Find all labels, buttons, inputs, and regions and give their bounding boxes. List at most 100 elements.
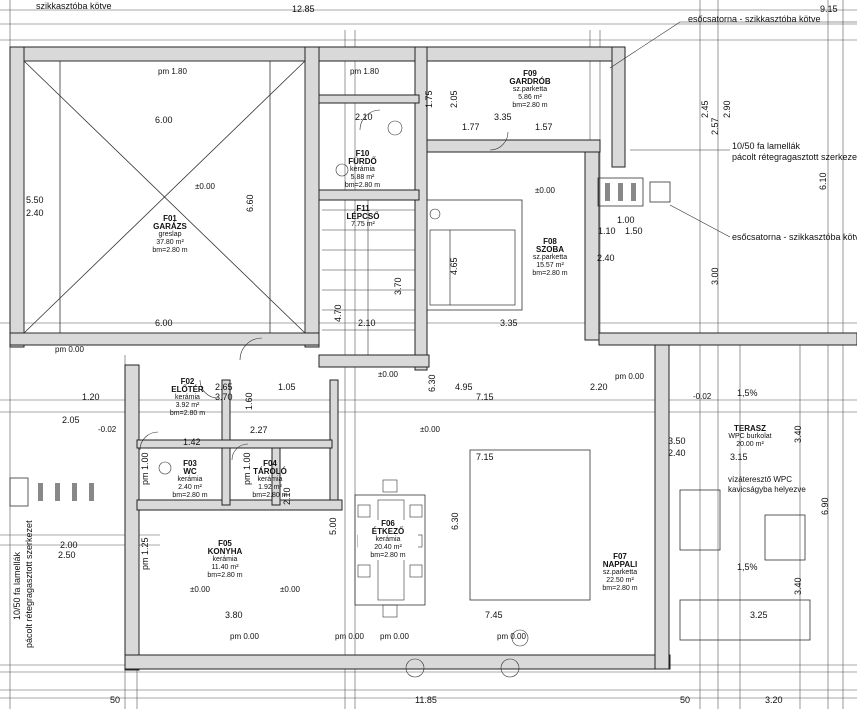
room-height: bm=2.80 m bbox=[172, 492, 208, 499]
room-floor: kerámia bbox=[177, 476, 203, 483]
dim-c: 1.57 bbox=[535, 122, 553, 132]
pm-bottom-3: pm 0.00 bbox=[497, 632, 526, 641]
dim-a: 1.77 bbox=[462, 122, 480, 132]
room-name: NAPPALI bbox=[602, 560, 638, 569]
pm-storage: pm 1.00 bbox=[242, 452, 252, 485]
dim-v-g: 2.05 bbox=[449, 90, 459, 108]
dim-bottom-total: 11.85 bbox=[415, 695, 437, 705]
room-height: bm=2.80 m bbox=[252, 492, 288, 499]
pm-bottom-4: pm 0.00 bbox=[230, 632, 259, 641]
dim-v-m: 3.40 bbox=[793, 425, 803, 443]
room-name: SZOBA bbox=[536, 245, 564, 254]
note-lamella-1: 10/50 fa lamellák bbox=[732, 141, 801, 151]
room-name: TÁROLÓ bbox=[253, 467, 287, 476]
staircase bbox=[322, 200, 415, 355]
room-area: 11.40 m² bbox=[211, 564, 239, 571]
dim-j: 2.20 bbox=[590, 382, 608, 392]
pm-szoba: pm 0.00 bbox=[615, 372, 644, 381]
room-terrace: TERASZ WPC burkolat 20.00 m² bbox=[720, 425, 780, 449]
dim-b: 3.35 bbox=[494, 112, 512, 122]
room-area: 5.86 m² bbox=[518, 94, 542, 101]
pm-bottom-2: pm 0.00 bbox=[380, 632, 409, 641]
room-floor: kerámia bbox=[212, 556, 238, 563]
dim-u: 1.10 bbox=[598, 226, 616, 236]
dim-v-x: 2.10 bbox=[282, 487, 292, 505]
dim-top-total: 12.85 bbox=[292, 4, 315, 14]
note-drain: esőcsatorna - szikkasztóba kötv bbox=[732, 232, 857, 242]
room-name: GARÁZS bbox=[153, 222, 187, 231]
room-f08: F08 SZOBA sz.parketta 15.57 m² bm=2.80 m bbox=[520, 238, 580, 278]
room-height: bm=2.80 m bbox=[207, 572, 243, 579]
room-area: 1.92 m² bbox=[258, 484, 282, 491]
room-area: 37.80 m² bbox=[156, 239, 184, 246]
dim-v-p: 3.00 bbox=[710, 267, 720, 285]
dim-g: 4.95 bbox=[455, 382, 473, 392]
room-area: 2.40 m² bbox=[178, 484, 202, 491]
note-terrace-1: vízáteresztő WPC bbox=[728, 475, 793, 484]
lamella-blocks bbox=[38, 183, 636, 501]
dim-r: 3.15 bbox=[730, 452, 748, 462]
dim-t: 1.50 bbox=[625, 226, 643, 236]
dim-top-right: 9.15 bbox=[820, 4, 838, 14]
room-f10: F10 FÜRDŐ kerámia 5.88 m² bm=2.80 m bbox=[335, 150, 390, 190]
room-f11: F11 LÉPCSŐ 7.75 m² bbox=[338, 205, 388, 229]
dim-o: 3.80 bbox=[225, 610, 243, 620]
dim-v-v: 2.40 bbox=[597, 253, 615, 263]
note-top-right: esőcsatorna - szikkasztóba kötve bbox=[688, 14, 821, 24]
room-name: LÉPCSŐ bbox=[346, 212, 380, 221]
leader-lines bbox=[609, 21, 857, 238]
level-hall: ±0.00 bbox=[378, 370, 398, 379]
room-code: F10 bbox=[355, 149, 370, 158]
dim-v-r: 2.90 bbox=[722, 100, 732, 118]
level-garage: ±0.00 bbox=[195, 182, 215, 191]
dim-e: 2.10 bbox=[358, 318, 376, 328]
dim-k: 1.05 bbox=[278, 382, 296, 392]
room-area: 20.00 m² bbox=[736, 441, 764, 448]
dim-v-j: 6.30 bbox=[450, 512, 460, 530]
note-left-lamella-1: 10/50 fa lamellák bbox=[12, 551, 22, 620]
dim-v-e: 3.70 bbox=[393, 277, 403, 295]
room-lines bbox=[23, 60, 811, 641]
pm-wc: pm 1.00 bbox=[140, 452, 150, 485]
dim-n: 2.27 bbox=[250, 425, 268, 435]
dim-d: 2.10 bbox=[355, 112, 373, 122]
note-terrace-2: kavicságyba helyezve bbox=[728, 485, 806, 494]
dim-v-c: 6.60 bbox=[245, 194, 255, 212]
pm-garage-door: pm 0.00 bbox=[55, 345, 84, 354]
dim-x: 2.05 bbox=[62, 415, 80, 425]
room-floor: kerámia bbox=[375, 536, 401, 543]
room-name: ELŐTÉR bbox=[171, 385, 204, 394]
bed bbox=[429, 229, 516, 306]
fixtures bbox=[158, 120, 529, 678]
room-floor: kerámia bbox=[350, 166, 375, 173]
dim-v-b: 2.40 bbox=[26, 208, 44, 218]
dim-v-a: 5.50 bbox=[26, 195, 44, 205]
room-area: 5.88 m² bbox=[350, 174, 375, 181]
room-floor: sz.parketta bbox=[532, 254, 568, 261]
dim-w: 1.20 bbox=[82, 392, 100, 402]
dim-f: 3.35 bbox=[500, 318, 518, 328]
dim-v: 1.42 bbox=[183, 437, 201, 447]
room-code: F06 bbox=[381, 519, 395, 528]
room-floor: sz.parketta bbox=[512, 86, 548, 93]
room-name: GARDRÓB bbox=[509, 77, 551, 86]
room-name: FÜRDŐ bbox=[348, 157, 377, 166]
room-code: F11 bbox=[356, 204, 370, 213]
room-floor: kerámia bbox=[175, 394, 200, 401]
room-name: WC bbox=[183, 467, 197, 476]
dim-y: 2.00 bbox=[60, 540, 78, 550]
dim-garage-w-bot: 6.00 bbox=[155, 318, 173, 328]
room-f01: F01 GARÁZS greslap 37.80 m² bm=2.80 m bbox=[140, 215, 200, 255]
dim-v-n: 6.90 bbox=[820, 497, 830, 515]
pm-bath: pm 1.80 bbox=[350, 67, 379, 76]
room-name: KONYHA bbox=[207, 547, 243, 556]
dim-v-h: 6.30 bbox=[427, 374, 437, 392]
room-code: F08 bbox=[543, 237, 557, 246]
room-area: 7.75 m² bbox=[351, 221, 375, 228]
drain-boxes bbox=[9, 177, 671, 507]
dim-v-w: 1.60 bbox=[244, 392, 254, 410]
level-kitchen-2: ±0.00 bbox=[280, 585, 300, 594]
room-f02: F02 ELŐTÉR kerámia 3.92 m² bm=2.80 m bbox=[160, 378, 215, 418]
dim-v-q: 2.57 bbox=[710, 117, 720, 135]
